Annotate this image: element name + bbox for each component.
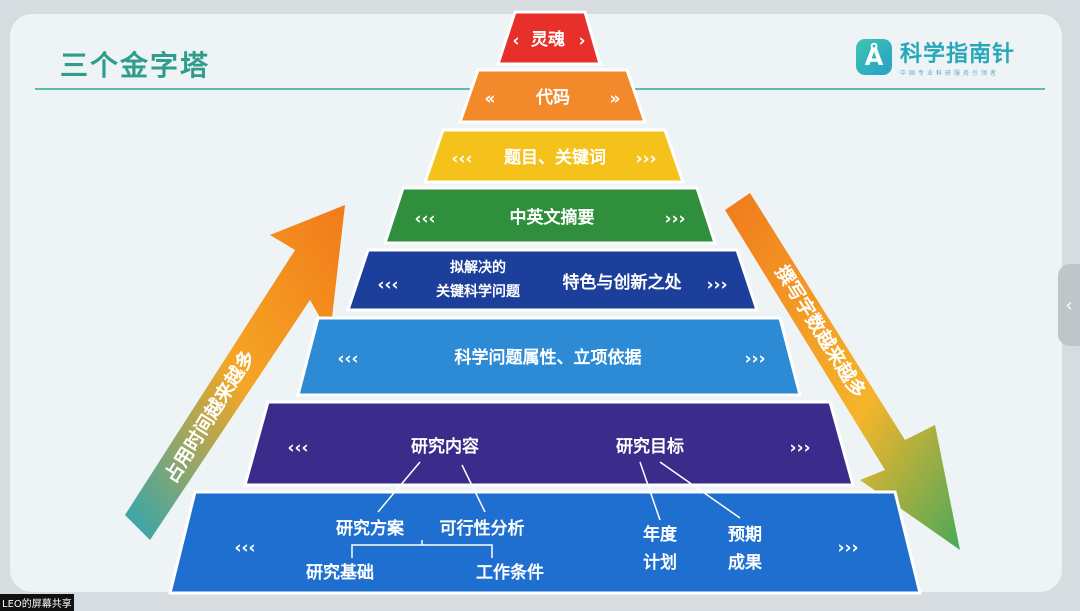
layer-item: 预期 [728,525,762,545]
layer-code [457,68,648,124]
layer-research-content [243,400,855,487]
layer-label: 研究目标 [616,436,684,457]
layer-research-plan [168,490,922,595]
layer-title-keywords [422,128,686,184]
layer-label: 特色与创新之处 [563,272,683,293]
layer-key-problems [345,248,760,312]
layer-label: 研究内容 [411,436,479,457]
svg-text:«: « [485,89,496,109]
layer-item: 研究方案 [336,518,405,539]
slide-title: 三个金字塔 [60,49,211,82]
layer-basis [296,316,802,397]
svg-text:›: › [578,31,585,51]
connector-lines [351,461,741,558]
side-panel-toggle[interactable]: ‹ [1058,264,1080,346]
compass-logo-icon: Å [856,38,892,75]
layer-item: 研究基础 [306,562,374,583]
svg-text:‹‹‹: ‹‹‹ [287,438,308,458]
svg-text:»: » [610,89,621,109]
screen-share-label: LEO的屏幕共享 [0,594,74,611]
layer-label: 中英文摘要 [510,207,595,228]
svg-text:›››: ››› [664,209,685,229]
svg-text:›››: ››› [837,538,858,558]
left-arrow-label: 占用时间越来越多 [159,346,259,487]
svg-text:‹‹‹: ‹‹‹ [337,349,358,369]
svg-text:‹: ‹ [512,31,519,51]
layer-label: 科学问题属性、立项依据 [455,347,642,368]
svg-text:›››: ››› [635,149,656,169]
layer-abstract [382,186,718,245]
layer-soul [495,10,602,66]
logo-name: 科学指南针 [900,42,1016,67]
svg-text:‹‹‹: ‹‹‹ [234,538,255,558]
layer-label: 题目、关键词 [504,147,606,168]
svg-text:‹‹‹: ‹‹‹ [377,275,398,295]
svg-text:‹‹‹: ‹‹‹ [451,149,472,169]
logo-subtitle: 中国专业科研服务引领者 [900,70,1000,77]
svg-text:‹‹‹: ‹‹‹ [414,209,435,229]
layer-item: 工作条件 [476,562,544,583]
layer-item: 年度 [643,524,678,545]
layer-item: 计划 [643,552,677,573]
layer-label: 代码 [535,87,570,108]
layer-item: 成果 [728,552,762,573]
svg-text:›››: ››› [706,275,727,295]
logo: Å 科学指南针 中国专业科研服务引领者 [856,36,1015,77]
layer-label: 灵魂 [531,29,565,50]
layer-label: 关键科学问题 [436,283,521,300]
svg-text:›››: ››› [744,349,765,369]
svg-text:›››: ››› [789,438,810,458]
layer-item: 可行性分析 [440,518,525,539]
layer-label: 拟解决的 [450,259,506,276]
